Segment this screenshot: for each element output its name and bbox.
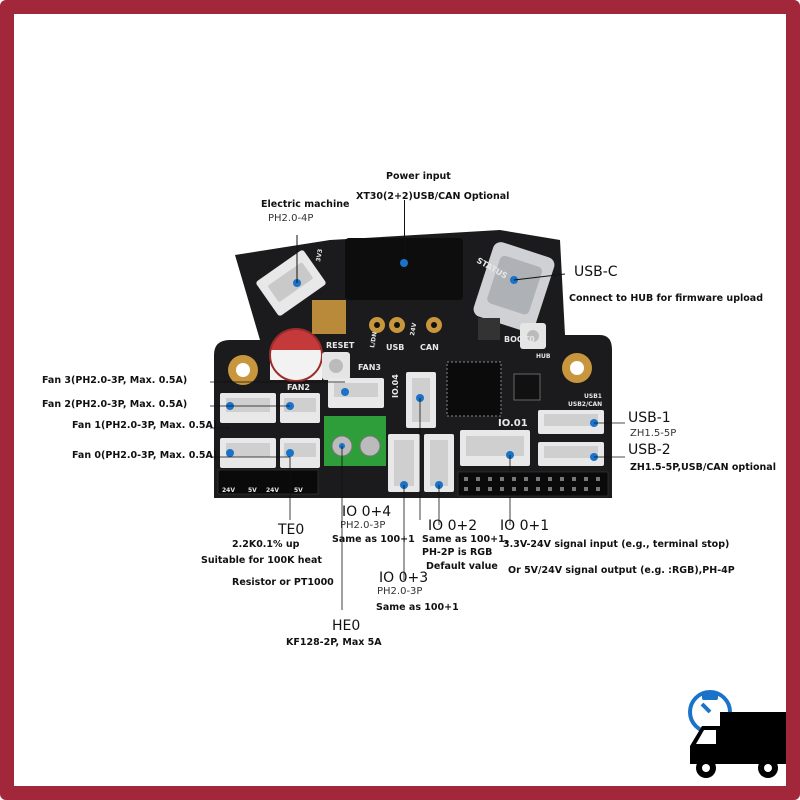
- te0-title: TE0: [278, 522, 305, 538]
- power-input-title: Power input: [386, 171, 451, 182]
- silk-fan2: FAN2: [287, 383, 310, 392]
- io03-title: IO 0+3: [379, 570, 429, 586]
- mcu-chip: [446, 361, 502, 417]
- motor-sub: PH2.0-4P: [268, 213, 314, 224]
- silk-5v-b: 5V: [294, 487, 303, 494]
- silk-boot: BOOT0: [504, 335, 535, 344]
- delivery-truck-logo-icon: [688, 690, 786, 778]
- he0-title: HE0: [332, 618, 361, 634]
- usb2-sub: ZH1.5-5P,USB/CAN optional: [630, 462, 776, 473]
- silk-hub: HUB: [536, 353, 551, 360]
- io04-line1: Same as 100+1: [332, 534, 415, 545]
- gold-speaker-pad: [312, 300, 346, 334]
- silk-24v-c: 24V: [409, 322, 418, 336]
- silk-fan3: FAN3: [358, 363, 381, 372]
- io04-sub: PH2.0-3P: [340, 520, 386, 531]
- te0-line3: Resistor or PT1000: [232, 577, 334, 588]
- silk-24v-a: 24V: [222, 487, 235, 494]
- silk-usb: USB: [386, 343, 404, 352]
- fan3-label: Fan 3(PH2.0-3P, Max. 0.5A): [42, 375, 188, 386]
- usbc-title: USB-C: [574, 264, 618, 280]
- io01-title: IO 0+1: [500, 518, 550, 534]
- pin-headers: [217, 469, 609, 497]
- xt30-power-connector: [345, 238, 463, 300]
- usb1-sub: ZH1.5-5P: [630, 428, 677, 439]
- te0-line1: 2.2K0.1% up: [232, 539, 300, 550]
- fan0-label: Fan 0(PH2.0-3P, Max. 0.5A): [72, 450, 218, 461]
- te0-line2: Suitable for 100K heat: [201, 555, 322, 566]
- io02-line2: PH-2P is RGB: [422, 547, 493, 558]
- fan-connectors: [220, 378, 384, 468]
- silk-io01: IO.01: [498, 418, 528, 429]
- io01-line2: Or 5V/24V signal output (e.g. :RGB),PH-4…: [508, 565, 735, 576]
- fan2-label: Fan 2(PH2.0-3P, Max. 0.5A): [42, 399, 188, 410]
- silk-5v-a: 5V: [248, 487, 257, 494]
- io04-title: IO 0+4: [342, 504, 392, 520]
- silk-usb2can: USB2/CAN: [568, 401, 602, 408]
- usb2-title: USB-2: [628, 442, 671, 458]
- usb1-title: USB-1: [628, 410, 671, 426]
- power-input-sub: XT30(2+2)USB/CAN Optional: [356, 191, 510, 202]
- io02-line1: Same as 100+1,: [422, 534, 509, 545]
- silk-lgnd: L/DN: [369, 331, 379, 348]
- silk-24v-b: 24V: [266, 487, 279, 494]
- silk-reset: RESET: [326, 341, 355, 350]
- usbc-sub: Connect to HUB for firmware upload: [569, 293, 763, 304]
- fan1-label: Fan 1(PH2.0-3P, Max. 0.5A): [72, 420, 218, 431]
- io02-line3: Default value: [426, 561, 498, 572]
- io01-line1: 3.3V-24V signal input (e.g., terminal st…: [503, 539, 730, 550]
- motor-title: Electric machine: [261, 199, 350, 210]
- io03-line1: Same as 100+1: [376, 602, 459, 613]
- io03-sub: PH2.0-3P: [377, 586, 423, 597]
- io02-title: IO 0+2: [428, 518, 478, 534]
- he0-line1: KF128-2P, Max 5A: [286, 637, 382, 648]
- silk-can: CAN: [420, 343, 439, 352]
- silk-3v3: 3V3: [315, 248, 324, 262]
- silk-usb1: USB1: [584, 393, 602, 400]
- silk-io04: IO.04: [391, 374, 400, 398]
